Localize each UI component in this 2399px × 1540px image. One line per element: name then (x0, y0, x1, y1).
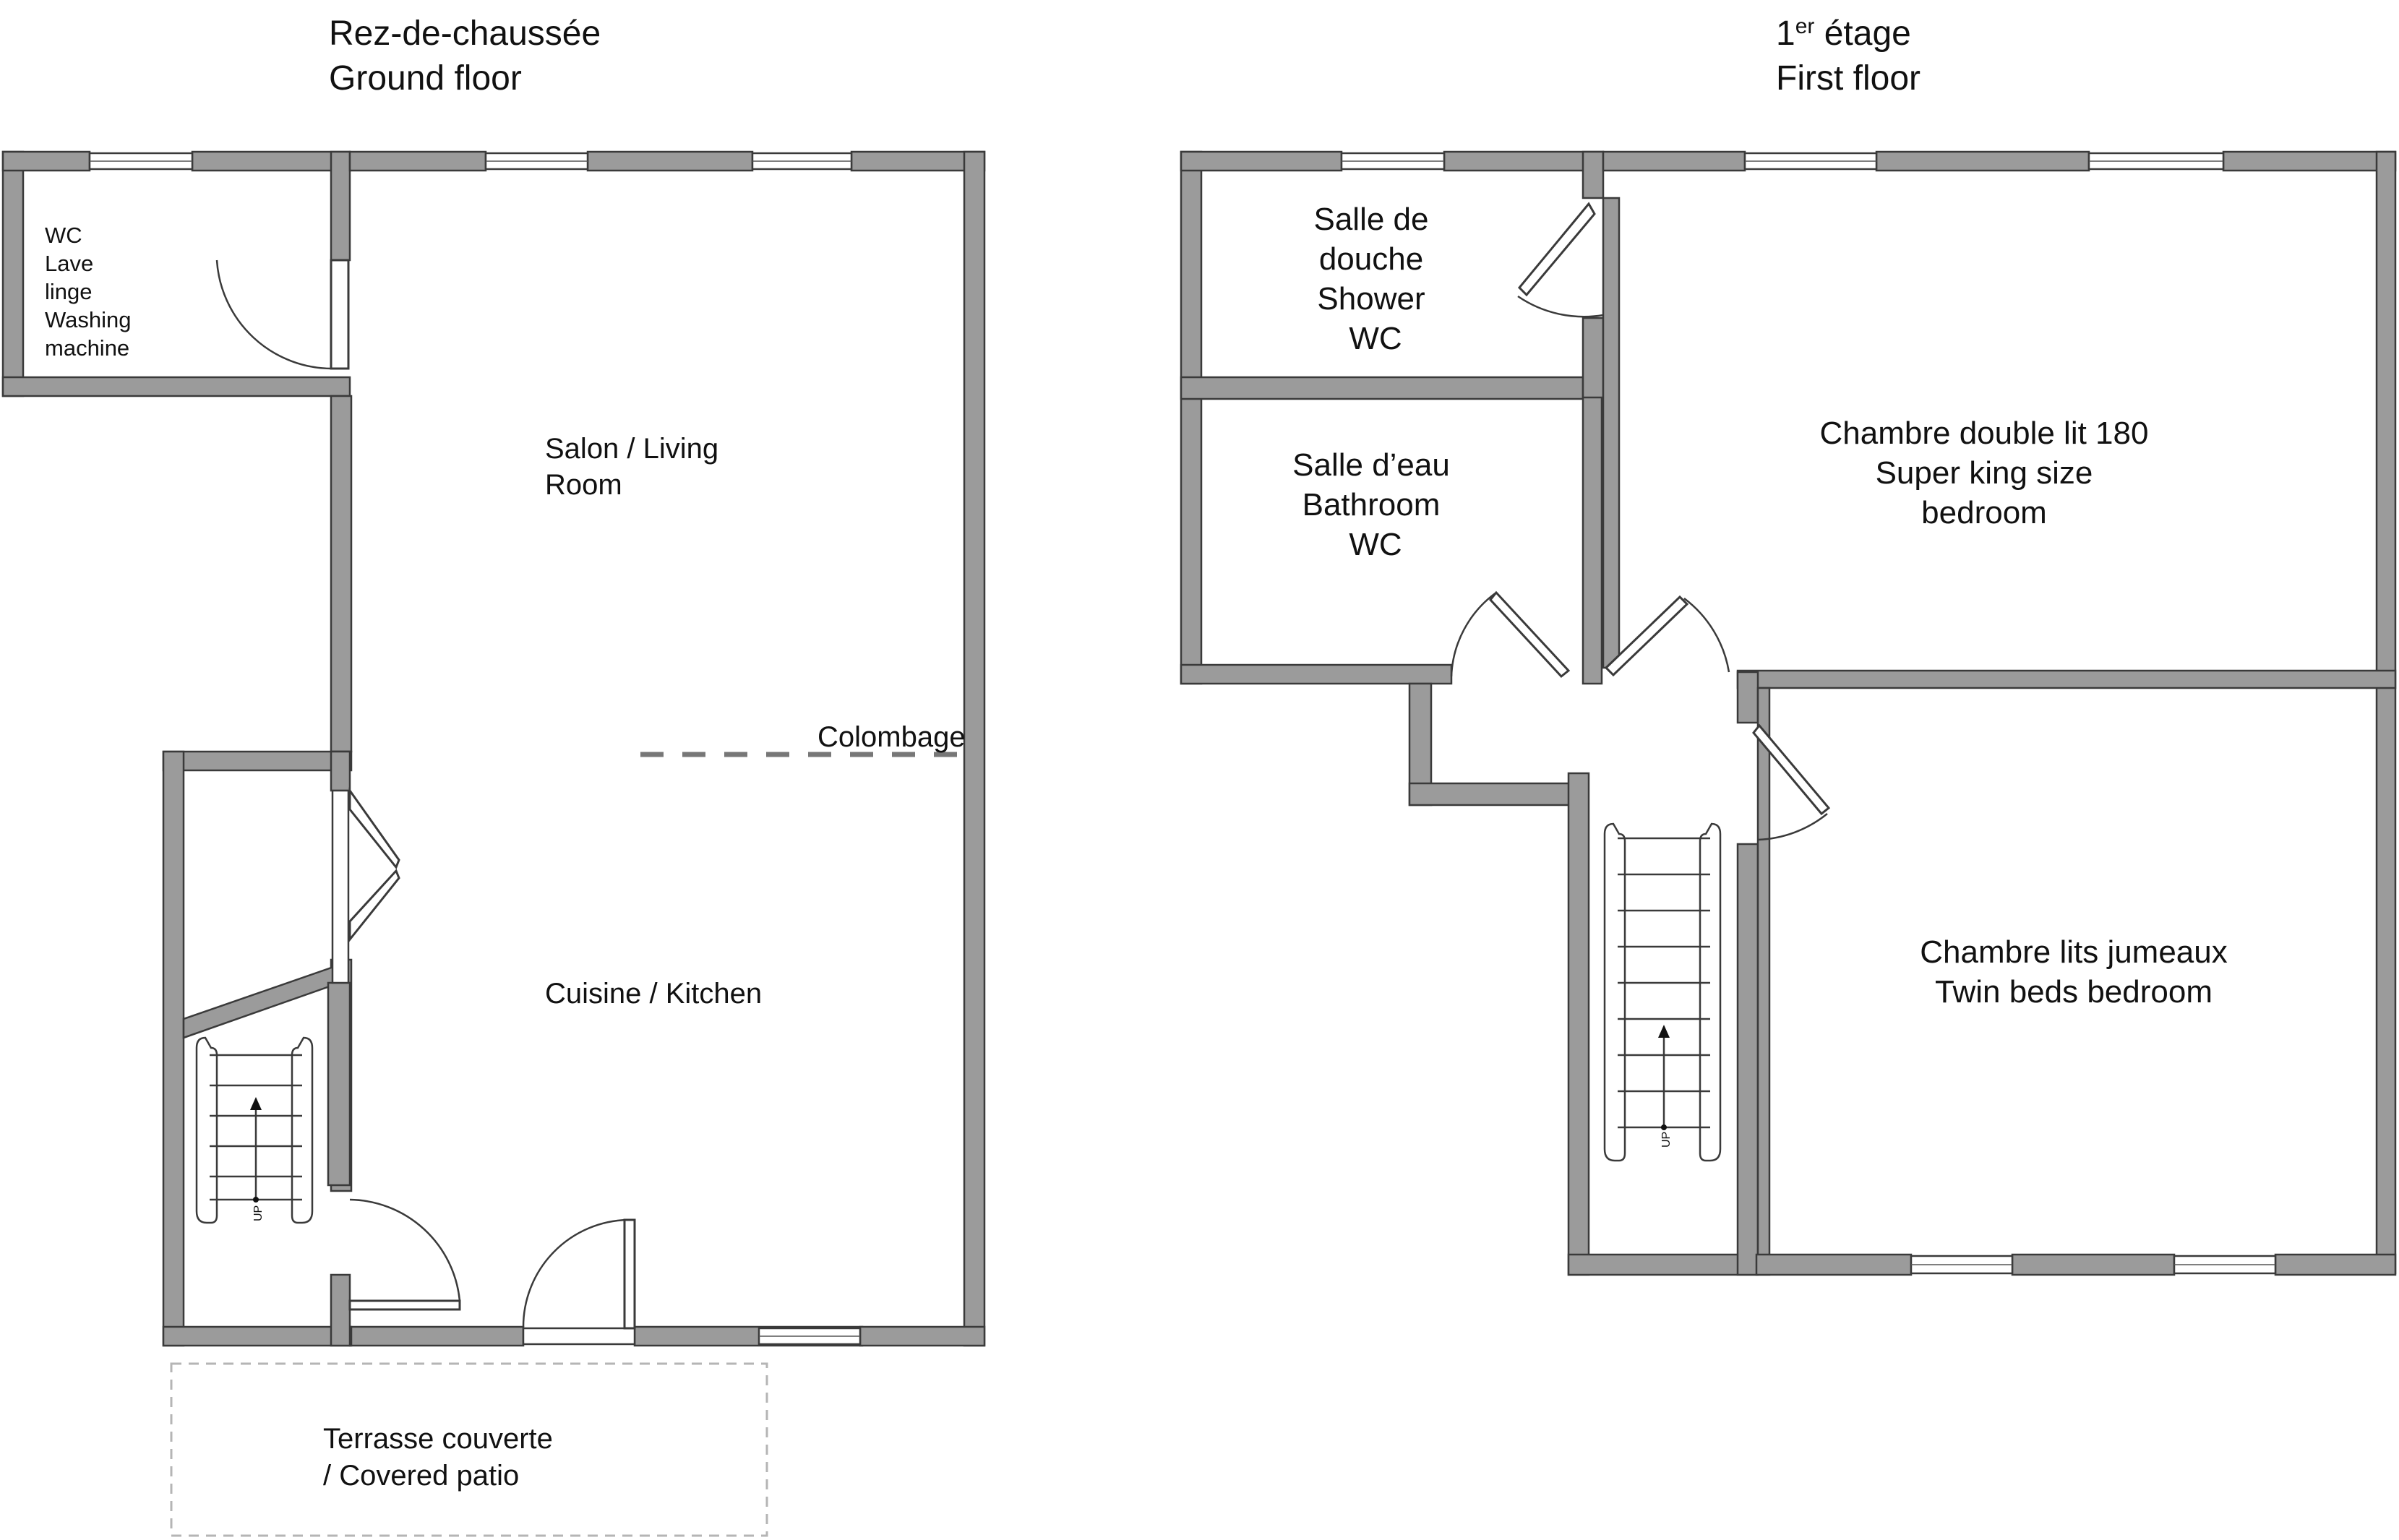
wc-label-2: Lave (45, 251, 93, 276)
first-stair-up-arrow-icon (1658, 1025, 1670, 1038)
bathroom-label-3: WC (1349, 527, 1402, 562)
patio-label-1: Terrasse couverte (323, 1423, 553, 1455)
twin-bedroom-label-1: Chambre lits jumeaux (1920, 934, 2228, 970)
wc-label-5: machine (45, 335, 129, 361)
first-floor-title-sup: er (1795, 14, 1815, 38)
kitchen-label: Cuisine / Kitchen (545, 978, 762, 1010)
colombage-label: Colombage (817, 721, 966, 753)
first-floor-plan: UP 1er étage First floor Salle de douche… (1180, 14, 2397, 1276)
first-floor-title-fr: 1er étage (1776, 14, 1911, 53)
ground-windows (88, 152, 862, 1346)
master-bedroom-label-3: bedroom (1921, 495, 2047, 530)
ground-main-walls (330, 150, 986, 1347)
stair-up-arrow-icon (250, 1097, 262, 1110)
first-doors (1450, 202, 1831, 841)
wc-label-4: Washing (45, 307, 131, 332)
first-floor-labels: 1er étage First floor Salle de douche Sh… (1292, 14, 2228, 1010)
ground-wc-walls (1, 150, 351, 397)
master-bedroom-label-1: Chambre double lit 180 (1820, 416, 2149, 451)
wc-label-3: linge (45, 279, 93, 304)
living-room-label-2: Room (545, 469, 622, 501)
first-landing-walls (1408, 671, 1759, 1276)
ground-floor-labels: Rez-de-chaussée Ground floor WC Lave lin… (45, 14, 966, 1492)
ground-doors (215, 259, 636, 1330)
shower-label-4: WC (1349, 321, 1402, 356)
ground-floor-title-en: Ground floor (329, 59, 522, 98)
shower-label-1: Salle de (1313, 202, 1428, 237)
living-room-label-1: Salon / Living (545, 433, 718, 465)
first-windows (1340, 152, 2277, 1275)
ground-floor-plan: UP Rez-de-chaussée Ground floor WC Lave … (1, 14, 986, 1537)
shower-label-2: douche (1319, 241, 1423, 277)
first-staircase: UP (1603, 822, 1722, 1162)
master-bedroom-label-2: Super king size (1876, 455, 2093, 491)
ground-floor-title-fr: Rez-de-chaussée (329, 14, 601, 53)
bathroom-label-1: Salle d’eau (1292, 447, 1450, 483)
first-floor-title-en: First floor (1776, 59, 1921, 98)
first-floor-title-word: étage (1814, 14, 1910, 53)
wc-label-1: WC (45, 223, 82, 248)
ground-staircase: UP (195, 1036, 314, 1224)
first-stair-up-label: UP (1660, 1132, 1673, 1148)
first-floor-title-number: 1 (1776, 14, 1795, 53)
first-master-walls (1602, 150, 2397, 1275)
shower-label-3: Shower (1317, 281, 1425, 317)
first-left-wing-walls (1180, 150, 1605, 685)
ground-stair-up-label: UP (252, 1205, 265, 1221)
patio-label-2: / Covered patio (323, 1460, 519, 1492)
twin-bedroom-label-2: Twin beds bedroom (1935, 974, 2213, 1010)
ground-stair-walls (162, 750, 353, 1347)
covered-patio-label-box (298, 1409, 604, 1503)
covered-patio-area (170, 1362, 768, 1537)
bathroom-label-2: Bathroom (1303, 487, 1441, 522)
